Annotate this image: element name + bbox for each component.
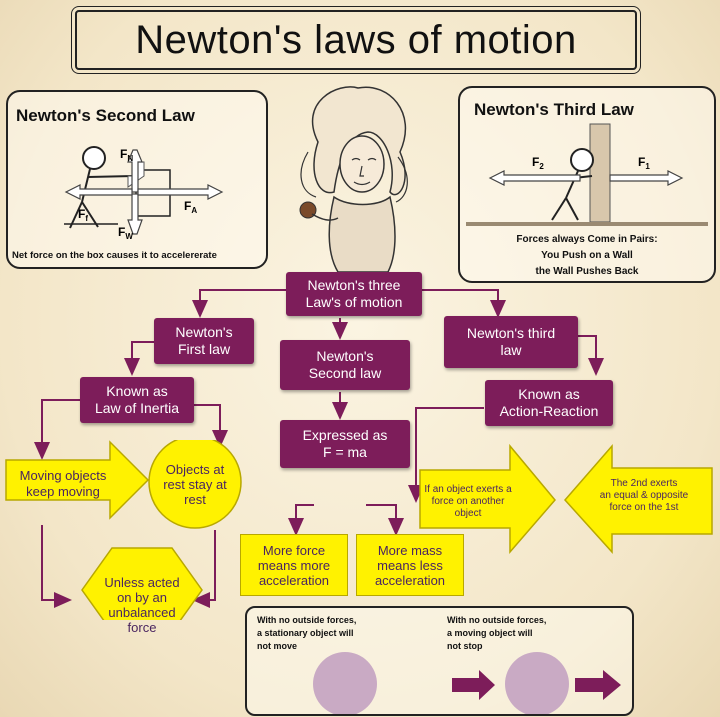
second-law-panel-title: Newton's Second Law bbox=[16, 106, 195, 125]
yellow-shapes bbox=[5, 440, 713, 620]
third-law-caption-line: the Wall Pushes Back bbox=[535, 266, 639, 277]
second-law-panel: Newton's Second Law FN Ff FA FW Net forc… bbox=[6, 90, 268, 269]
moving-caption: With no outside forces, a moving object … bbox=[447, 614, 546, 653]
third-law-caption-line: You Push on a Wall bbox=[541, 250, 633, 261]
moving-ball bbox=[505, 652, 569, 714]
f2-arrow bbox=[488, 170, 581, 186]
friction-force-arrow bbox=[64, 184, 133, 200]
box-line: acceleration bbox=[258, 572, 330, 588]
ball-diagram bbox=[313, 652, 621, 714]
box-line: Expressed as bbox=[302, 427, 388, 443]
shape-line: force on another bbox=[431, 496, 505, 507]
caption-line: a stationary object will bbox=[257, 628, 354, 638]
third-law-caption-line: Forces always Come in Pairs: bbox=[516, 234, 658, 245]
box-line: Newton's bbox=[316, 348, 374, 364]
fn-label: FN bbox=[120, 147, 133, 163]
shape-line: rest stay at bbox=[163, 477, 227, 492]
exerts-force-arrow bbox=[419, 443, 556, 555]
shape-line: Moving objects bbox=[19, 468, 107, 483]
box-line: Known as bbox=[518, 386, 580, 402]
first-law-illustration: With no outside forces, a stationary obj… bbox=[245, 606, 634, 716]
moving-objects-arrow bbox=[5, 440, 150, 520]
box-line: F = ma bbox=[323, 444, 367, 460]
third-law-caption: Forces always Come in Pairs: You Push on… bbox=[460, 232, 714, 280]
page-title: Newton's laws of motion bbox=[75, 10, 637, 70]
box-line: Known as bbox=[106, 383, 168, 399]
fa-label: FA bbox=[184, 199, 197, 215]
second-law-caption: Net force on the box causes it to accele… bbox=[12, 250, 217, 261]
shape-line: keep moving bbox=[26, 484, 100, 499]
fw-label: FW bbox=[118, 225, 133, 241]
third-law-panel: Newton's Third Law F2 F1 Forces always C… bbox=[458, 86, 716, 283]
box-line: means less bbox=[377, 557, 443, 573]
applied-force-arrow bbox=[137, 184, 224, 200]
box-line: Newton's third bbox=[466, 325, 556, 341]
outgoing-arrow-icon bbox=[575, 670, 621, 700]
box-line: Law's of motion bbox=[305, 294, 403, 310]
box-line: means more bbox=[257, 557, 331, 573]
caption-line: With no outside forces, bbox=[447, 615, 547, 625]
caption-line: not move bbox=[257, 641, 298, 651]
caption-line: a moving object will bbox=[447, 628, 533, 638]
box-line: Newton's three bbox=[307, 277, 401, 293]
stationary-ball bbox=[313, 652, 377, 714]
f2-label: F2 bbox=[532, 155, 544, 171]
newton-portrait bbox=[299, 86, 408, 273]
shape-line: an equal & opposite bbox=[599, 490, 689, 501]
shape-line: object bbox=[454, 508, 482, 519]
shape-line: force bbox=[127, 620, 157, 635]
box-line: Newton's bbox=[175, 324, 233, 340]
shape-line: rest bbox=[184, 492, 206, 507]
box-line: Law of Inertia bbox=[94, 400, 180, 416]
stationary-caption: With no outside forces, a stationary obj… bbox=[257, 614, 356, 653]
ff-label: Ff bbox=[78, 207, 88, 223]
box-line: Second law bbox=[308, 365, 382, 381]
objects-at-rest-circle bbox=[148, 440, 242, 529]
caption-line: With no outside forces, bbox=[257, 615, 357, 625]
equal-opposite-arrow bbox=[563, 443, 713, 554]
box-line: acceleration bbox=[374, 572, 446, 588]
third-law-panel-title: Newton's Third Law bbox=[474, 100, 634, 119]
box-line: Action-Reaction bbox=[499, 403, 599, 419]
f1-label: F1 bbox=[638, 155, 650, 171]
shape-line: If an object exerts a bbox=[424, 484, 512, 495]
shape-line: The 2nd exerts bbox=[610, 478, 678, 489]
box-line: More force bbox=[262, 542, 326, 558]
unless-acted-hexagon bbox=[81, 547, 203, 620]
shape-line: unbalanced bbox=[108, 605, 176, 620]
incoming-arrow-icon bbox=[452, 670, 495, 700]
f1-arrow bbox=[609, 170, 684, 186]
caption-line: not stop bbox=[447, 641, 483, 651]
box-line: More mass bbox=[377, 542, 443, 558]
wall-push-diagram: F2 F1 bbox=[466, 123, 708, 226]
force-box-diagram: FN Ff FA FW bbox=[64, 146, 224, 241]
shape-line: force on the 1st bbox=[609, 502, 679, 513]
shape-line: Unless acted bbox=[104, 575, 180, 590]
shape-line: Objects at bbox=[165, 462, 225, 477]
shape-line: on by an bbox=[117, 590, 167, 605]
box-line: law bbox=[500, 342, 522, 358]
box-line: First law bbox=[177, 341, 231, 357]
